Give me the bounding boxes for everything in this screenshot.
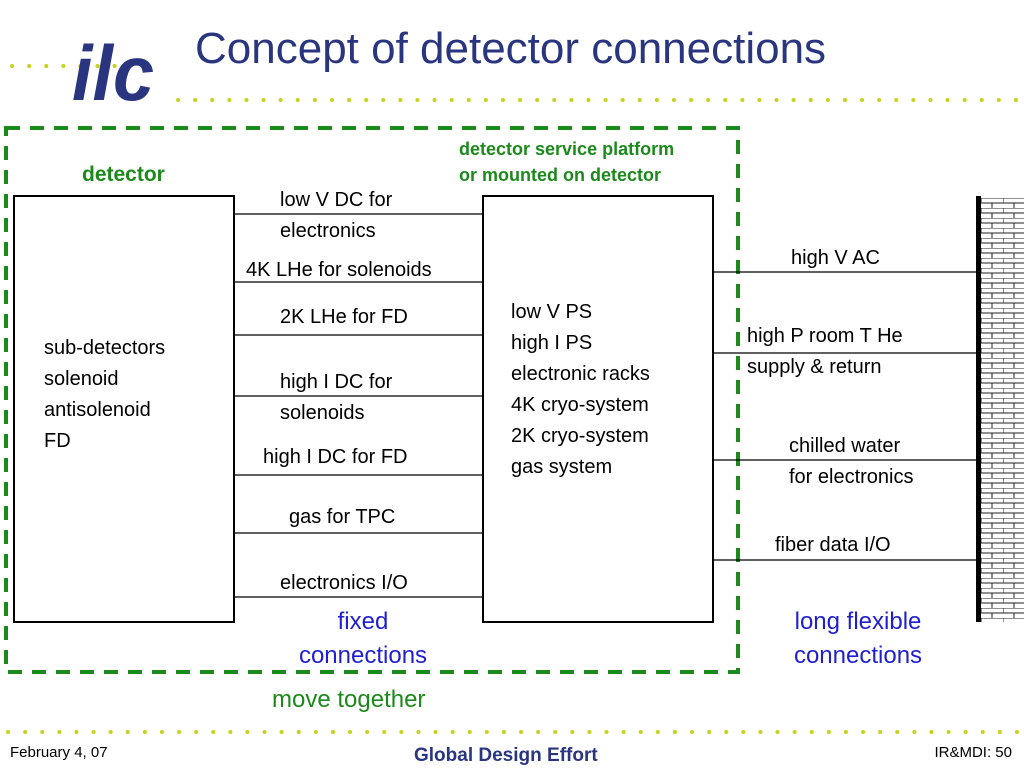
detector-component: antisolenoid: [44, 399, 151, 421]
wall-edge: [976, 196, 981, 622]
fixed-label-high-i-dc-2: solenoids: [280, 402, 365, 424]
brick-wall: [981, 198, 1024, 622]
detector-box: [13, 195, 235, 623]
ilc-logo-text: ilc: [72, 29, 154, 117]
service-component: gas system: [511, 456, 613, 478]
service-component: 2K cryo-system: [511, 425, 649, 447]
detector-component: FD: [44, 430, 71, 452]
service-platform-heading-line2: or mounted on detector: [459, 165, 661, 185]
flexible-connection-lines: [713, 271, 976, 561]
service-platform-heading: detector service platform or mounted on …: [459, 136, 674, 188]
detector-component: solenoid: [44, 368, 119, 390]
flex-label-fiber: fiber data I/O: [775, 534, 891, 556]
fixed-label-electronics-io: electronics I/O: [280, 572, 408, 594]
service-component: low V PS: [511, 301, 593, 323]
moving-platform-boundary: [4, 126, 740, 674]
fixed-label-4k-lhe: 4K LHe for solenoids: [246, 259, 432, 281]
fixed-label-high-i-dc-1: high I DC for: [280, 371, 393, 393]
service-platform-heading-line1: detector service platform: [459, 139, 675, 159]
move-together-caption: move together: [272, 686, 426, 713]
page-title: Concept of detector connections: [195, 24, 827, 73]
footer-center: Global Design Effort: [414, 745, 598, 766]
fixed-label-high-i-dc-fd: high I DC for FD: [263, 446, 408, 468]
service-platform-box: [482, 195, 714, 623]
footer-page: IR&MDI: 50: [934, 744, 1012, 761]
service-component: electronic racks: [511, 363, 650, 385]
detector-heading: detector: [82, 163, 165, 186]
flexible-caption-line1: long flexible: [794, 608, 922, 635]
service-components: low V PS high I PS electronic racks 4K c…: [511, 297, 650, 483]
fixed-label-gas-tpc: gas for TPC: [289, 506, 396, 528]
fixed-connection-lines: [234, 213, 483, 598]
detector-components: sub-detectors solenoid antisolenoid FD: [44, 333, 165, 457]
flex-label-he-1: high P room T He: [747, 325, 903, 347]
fixed-connections-caption: fixed connections: [240, 605, 486, 673]
footer-date: February 4, 07: [10, 744, 108, 761]
fixed-caption-line2: connections: [298, 642, 428, 669]
fixed-label-2k-lhe: 2K LHe for FD: [280, 306, 408, 328]
flex-label-chilled-1: chilled water: [789, 435, 901, 457]
fixed-label-low-v-dc-1: low V DC for: [280, 189, 393, 211]
fixed-caption-line1: fixed: [337, 608, 389, 635]
flexible-caption-line2: connections: [793, 642, 923, 669]
flex-label-high-v-ac: high V AC: [791, 247, 880, 269]
fixed-label-low-v-dc-2: electronics: [280, 220, 376, 242]
service-component: 4K cryo-system: [511, 394, 649, 416]
detector-component: sub-detectors: [44, 337, 166, 359]
service-component: high I PS: [511, 332, 593, 354]
flex-label-chilled-2: for electronics: [789, 466, 914, 488]
flexible-connections-caption: long flexible connections: [760, 605, 956, 673]
ilc-logo: ilc: [72, 29, 154, 117]
flex-label-he-2: supply & return: [747, 356, 882, 378]
